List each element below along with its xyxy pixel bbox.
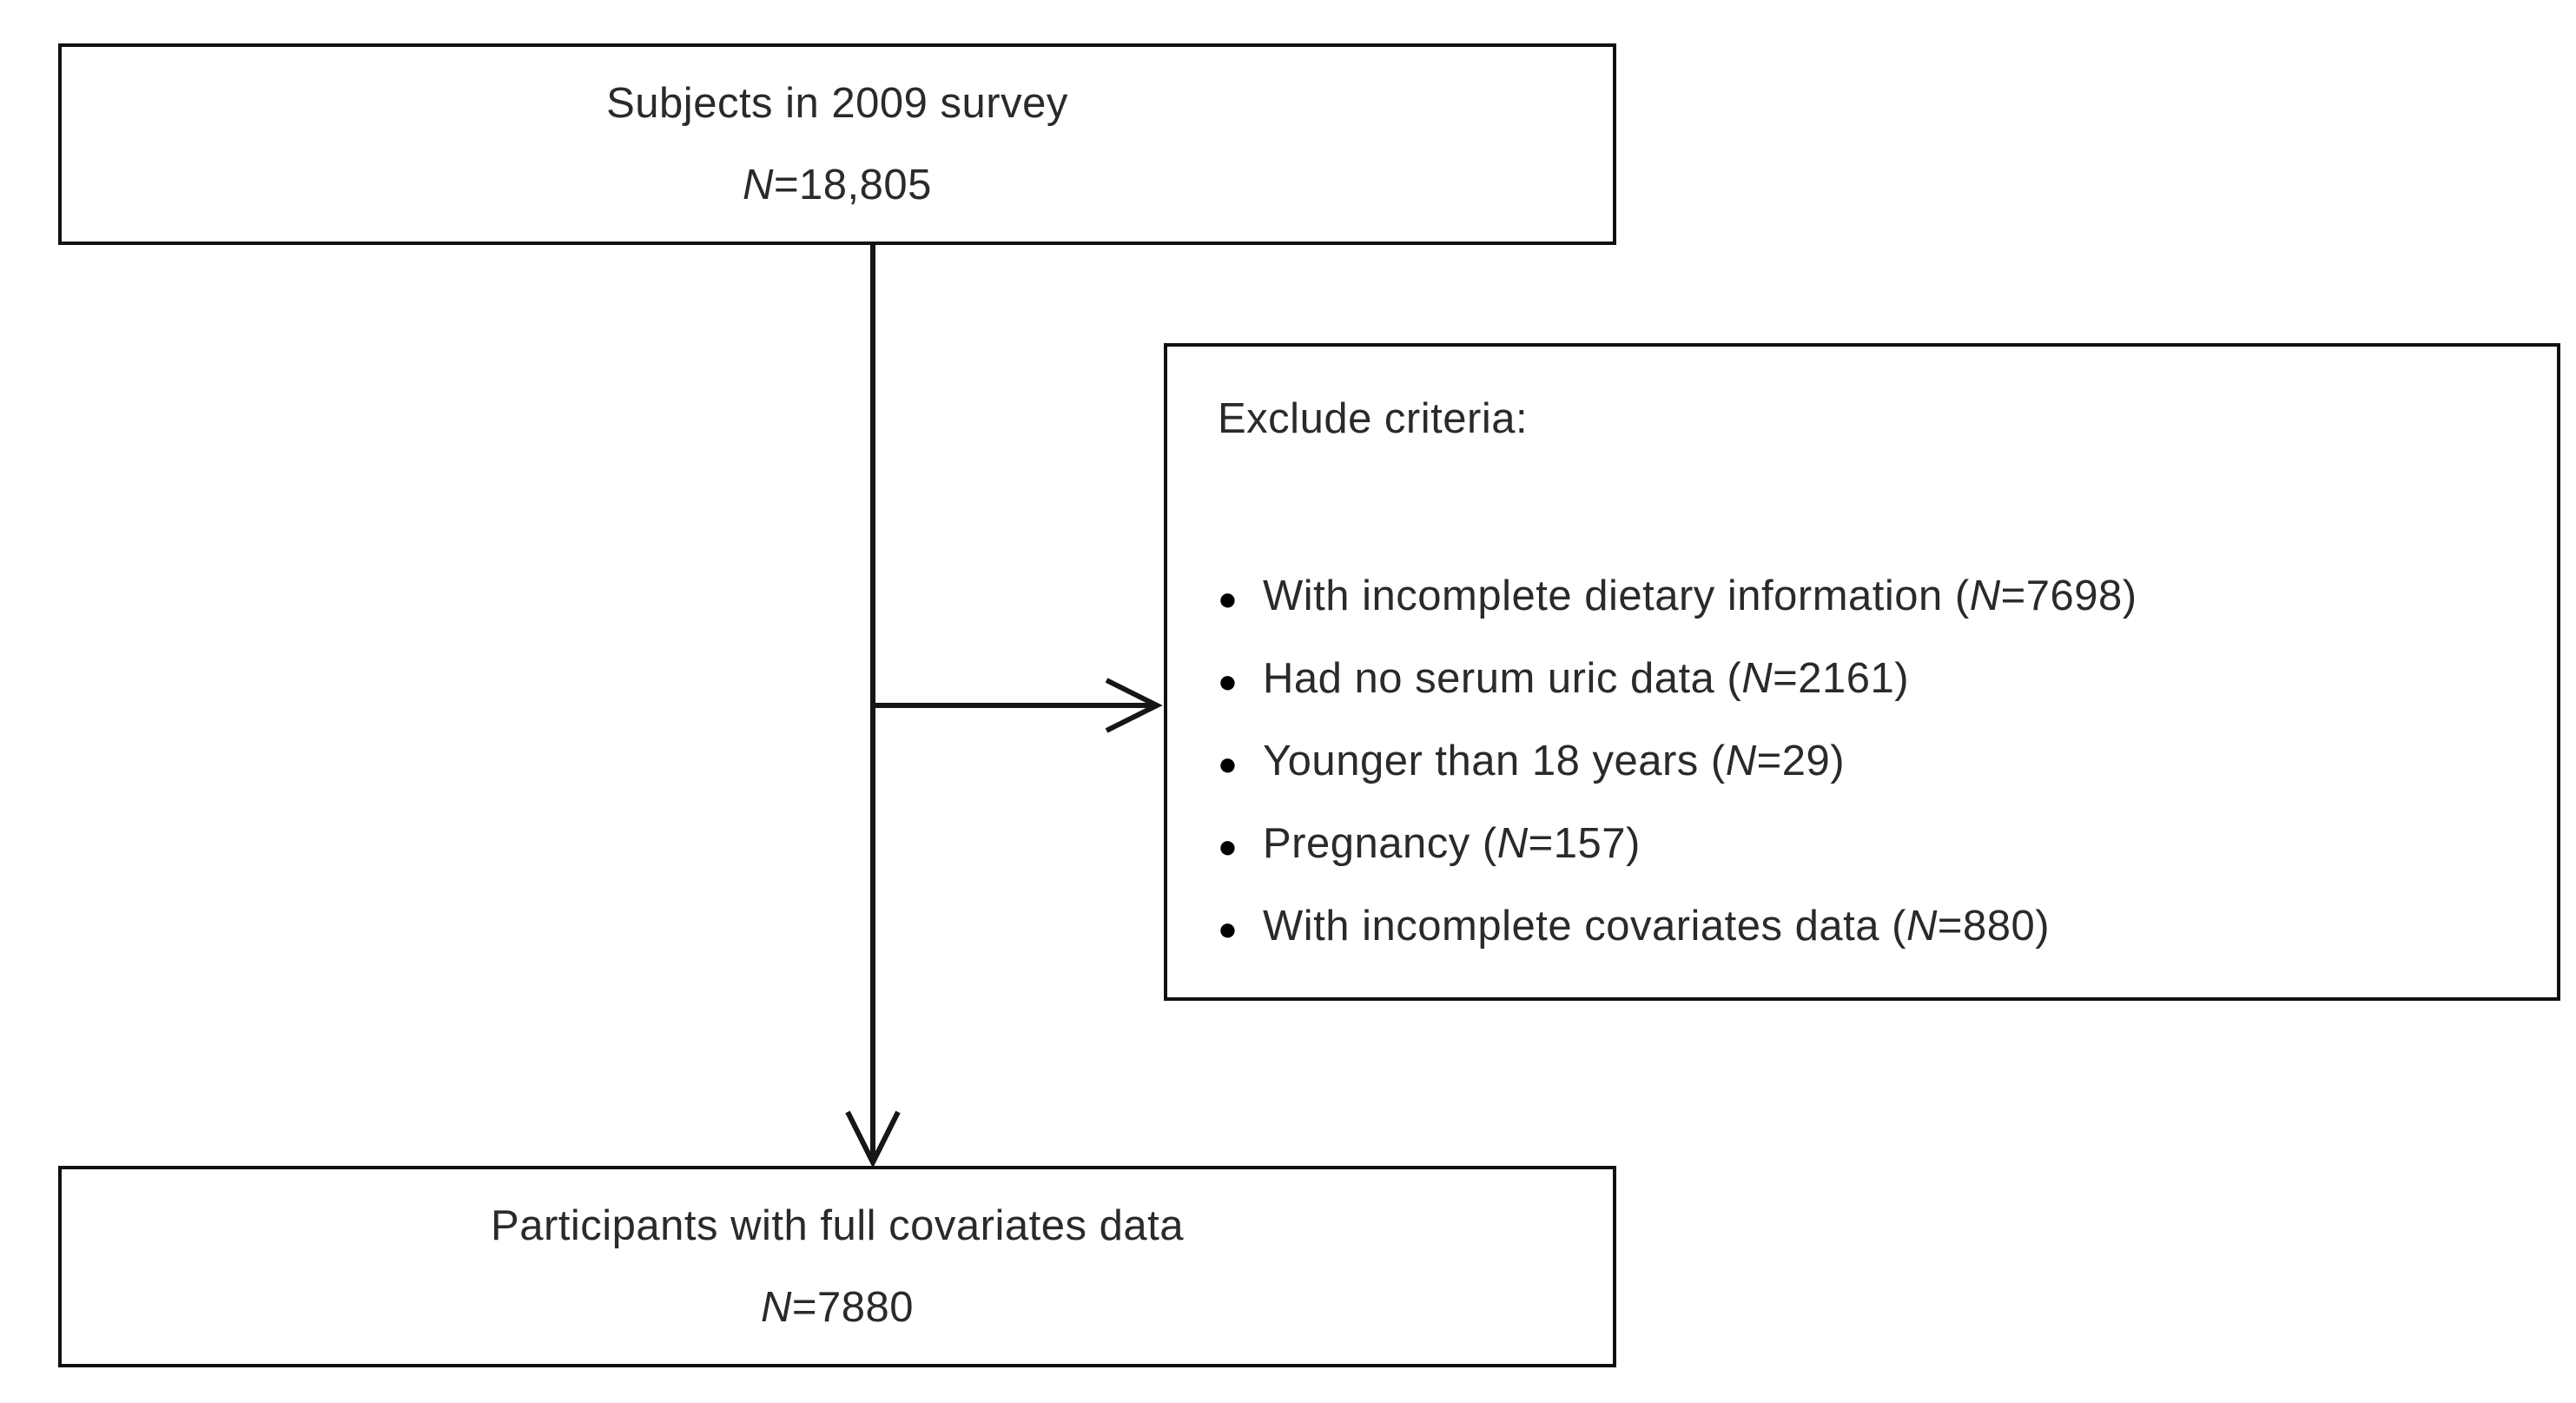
exclude-item-n-value: =880): [1937, 903, 2051, 950]
exclude-item-n-symbol: N: [1725, 738, 1757, 784]
bullet-icon: ●: [1218, 911, 1238, 948]
exclude-item-n-value: =2161): [1773, 655, 1910, 702]
exclude-item-n-symbol: N: [1969, 572, 2001, 619]
top-node-subjects-box: Subjects in 2009 survey N=18,805: [58, 43, 1616, 245]
arrowhead-down-icon: [845, 1110, 901, 1168]
arrowhead-right-icon: [1105, 678, 1163, 733]
exclude-item-serum-uric: ● Had no serum uric data (N =2161): [1218, 639, 2522, 722]
exclude-item-text: With incomplete covariates data (: [1263, 903, 1906, 950]
top-node-count: N=18,805: [743, 144, 932, 226]
top-node-n-symbol: N: [743, 162, 774, 208]
exclude-item-younger-18: ● Younger than 18 years (N =29): [1218, 722, 2522, 804]
bottom-node-title: Participants with full covariates data: [491, 1202, 1184, 1249]
bottom-node-n-value: =7880: [791, 1284, 914, 1331]
exclude-item-covariates: ● With incomplete covariates data (N =880…: [1218, 887, 2522, 970]
exclude-item-n-value: =7698): [2000, 572, 2137, 619]
bottom-node-participants-box: Participants with full covariates data N…: [58, 1166, 1616, 1367]
bullet-icon: ●: [1218, 829, 1238, 865]
bullet-icon: ●: [1218, 746, 1238, 783]
exclude-item-dietary: ●With incomplete dietary information (N …: [1218, 557, 2522, 639]
bottom-node-n-symbol: N: [760, 1284, 792, 1331]
exclude-item-n-symbol: N: [1496, 820, 1529, 867]
bullet-icon: ●: [1218, 581, 1238, 618]
bullet-icon: ●: [1218, 664, 1238, 700]
exclude-criteria-box: Exclude criteria: ● With incomplete dieta…: [1164, 343, 2560, 1001]
exclude-item-n-value: =157): [1528, 820, 1641, 867]
top-node-title: Subjects in 2009 survey: [606, 80, 1068, 127]
exclude-item-text: Younger than 18 years (: [1263, 738, 1726, 784]
exclude-item-text: Pregnancy (: [1263, 820, 1497, 867]
exclude-item-n-symbol: N: [1741, 655, 1773, 702]
exclude-item-n-value: =29): [1756, 738, 1846, 784]
exclude-criteria-heading: Exclude criteria:: [1218, 395, 1529, 442]
top-node-n-value: =18,805: [773, 162, 932, 208]
exclude-criteria-list: ●With incomplete dietary information (N …: [1218, 557, 2522, 970]
exclude-item-n-symbol: N: [1906, 903, 1938, 950]
exclude-item-text: Had no serum uric data (: [1263, 655, 1742, 702]
exclude-item-text: With incomplete dietary information (: [1263, 572, 1970, 619]
bottom-node-count: N=7880: [761, 1267, 914, 1348]
exclude-item-pregnancy: ● Pregnancy (N =157): [1218, 804, 2522, 887]
